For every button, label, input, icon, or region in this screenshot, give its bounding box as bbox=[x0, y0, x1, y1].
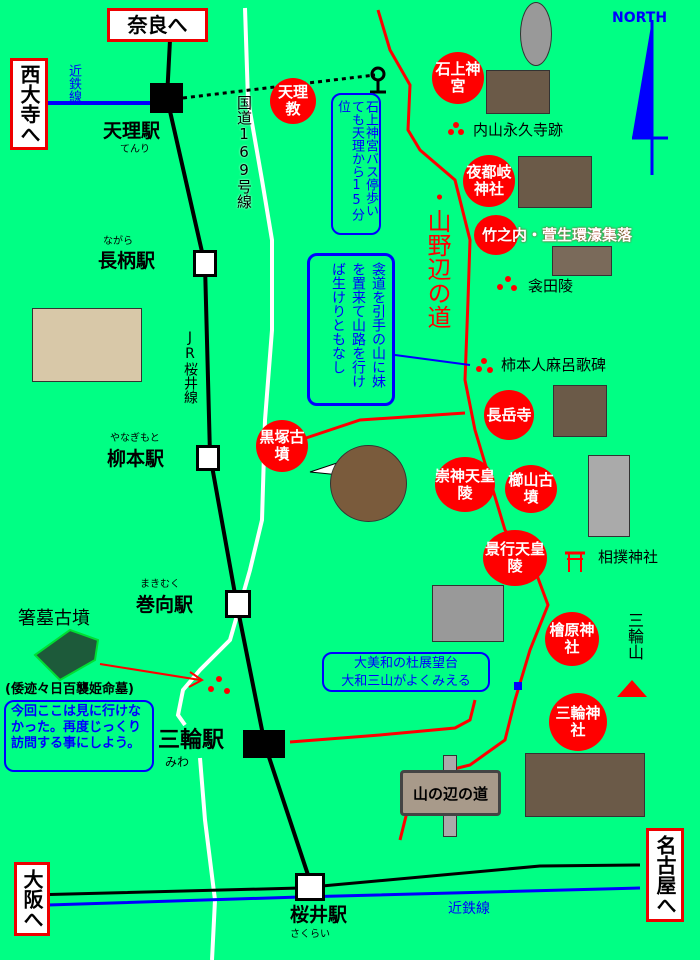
jr-line-label: JR桜井線 bbox=[182, 330, 198, 404]
hashihaka-kofun-icon bbox=[33, 628, 100, 682]
hitomaro-dots bbox=[476, 358, 493, 373]
observatory-line1: 大美和の杜展望台 bbox=[353, 656, 458, 671]
chogakuji-gate-illustration bbox=[553, 385, 607, 437]
site-isonokami[interactable]: 石上神宮 bbox=[432, 52, 484, 104]
tenri-station-marker[interactable] bbox=[150, 83, 183, 113]
site-keiko[interactable]: 景行天皇陵 bbox=[483, 530, 547, 586]
jr-line-bottom bbox=[29, 863, 641, 897]
station-sakurai-kana: さくらい bbox=[290, 929, 330, 940]
nagara-station-marker[interactable] bbox=[193, 250, 217, 277]
station-sakurai[interactable]: 桜井駅 bbox=[290, 904, 348, 926]
observatory-note: 大美和の杜展望台 大和三山がよくみえる bbox=[322, 652, 490, 692]
site-takenouchi-circle[interactable] bbox=[474, 215, 518, 255]
hashihaka-arrow bbox=[99, 663, 201, 681]
trail-branch-miwa bbox=[289, 699, 477, 744]
station-tenri[interactable]: 天理駅 bbox=[103, 120, 161, 142]
site-miwayama[interactable]: 三輪山 bbox=[625, 612, 644, 660]
site-hashihaka[interactable]: 箸墓古墳 bbox=[18, 608, 90, 629]
sakurai-station-marker[interactable] bbox=[295, 873, 325, 901]
isonokami-building-illustration bbox=[486, 70, 550, 114]
site-chogakuji[interactable]: 長岳寺 bbox=[484, 390, 534, 440]
yanagimoto-station-marker[interactable] bbox=[196, 445, 220, 471]
bus-note: 石上神宮バス停歩いても天理から15分位 bbox=[331, 93, 381, 235]
site-fusumada[interactable]: 衾田陵 bbox=[528, 277, 574, 295]
stone-buddhas-illustration bbox=[432, 585, 504, 642]
bus-stop-icon bbox=[370, 66, 386, 94]
route-169-road bbox=[175, 7, 274, 727]
site-kushiyama[interactable]: 櫛山古墳 bbox=[505, 465, 557, 513]
ox-cart-illustration bbox=[32, 308, 142, 382]
site-hitomaro[interactable]: 柿本人麻呂歌碑 bbox=[501, 356, 607, 374]
station-miwa[interactable]: 三輪駅 bbox=[158, 728, 225, 753]
north-arrow bbox=[632, 20, 652, 138]
site-hibara[interactable]: 檜原神社 bbox=[545, 612, 599, 666]
kintetsu-line-bottom bbox=[47, 886, 641, 907]
trail-branch-kurozuka bbox=[299, 411, 466, 442]
kurozuka-mirror-illustration bbox=[330, 445, 407, 522]
route-label: ・山野辺の道 bbox=[423, 185, 451, 329]
site-tenrikyo[interactable]: 天理教 bbox=[270, 78, 316, 124]
kintetsu-top-label: 近鉄線 bbox=[66, 64, 81, 103]
fusumada-dots bbox=[497, 276, 517, 291]
observatory-marker bbox=[514, 682, 522, 690]
dest-osaka[interactable]: 大阪へ bbox=[14, 862, 50, 936]
poem-note: 衾道を引手の山に妹を置来て山路を行けば生けりともなし bbox=[307, 253, 395, 406]
poem-pointer bbox=[394, 354, 471, 366]
station-tenri-kana: てんり bbox=[120, 144, 150, 155]
site-uchiyama[interactable]: 内山永久寺跡 bbox=[473, 121, 564, 139]
site-takenouchi[interactable]: 竹之内・萱生環濠集落 bbox=[482, 226, 633, 244]
north-label: NORTH bbox=[612, 10, 668, 26]
station-makimuku-kana: まきむく bbox=[140, 579, 180, 590]
signboard: 山の辺の道 bbox=[400, 770, 501, 816]
station-nagara[interactable]: 長柄駅 bbox=[98, 250, 156, 272]
station-yanagimoto[interactable]: 柳本駅 bbox=[107, 448, 165, 470]
route169-label: 国道169号線 bbox=[235, 95, 253, 209]
dest-nara[interactable]: 奈良へ bbox=[107, 8, 208, 42]
station-miwa-kana: みわ bbox=[165, 755, 190, 769]
hashihaka-dots bbox=[206, 676, 230, 694]
stone-monument-illustration bbox=[588, 455, 630, 537]
torii-icon bbox=[565, 551, 585, 572]
site-sujin[interactable]: 崇神天皇陵 bbox=[435, 457, 495, 512]
kintetsu-bottom-label: 近鉄線 bbox=[448, 901, 490, 917]
tree-illustration bbox=[520, 2, 552, 66]
station-makimuku[interactable]: 巻向駅 bbox=[136, 594, 194, 616]
signboard-text: 山の辺の道 bbox=[412, 784, 488, 803]
miwa-shrine-building-illustration bbox=[525, 753, 645, 817]
site-miwa-shrine[interactable]: 三輪神社 bbox=[549, 693, 607, 751]
dest-saidaiji[interactable]: 西大寺へ bbox=[10, 58, 48, 150]
miwayama-mountain-icon bbox=[617, 680, 647, 697]
station-yanagimoto-kana: やなぎもと bbox=[110, 433, 160, 444]
hashihaka-arrowhead bbox=[188, 671, 204, 688]
makimuku-station-marker[interactable] bbox=[225, 590, 251, 618]
station-nagara-kana: ながら bbox=[103, 236, 133, 247]
site-hashihaka-sub: (倭迹々日百襲姫命墓) bbox=[5, 682, 134, 697]
site-yatogi[interactable]: 夜都岐神社 bbox=[463, 155, 515, 207]
takenouchi-house-illustration bbox=[552, 246, 612, 276]
hashihaka-note: 今回ここは見に行けなかった。再度じっくり訪問する事にしよう。 bbox=[4, 700, 154, 772]
observatory-line2: 大和三山がよくみえる bbox=[341, 674, 471, 689]
miwa-station-marker[interactable] bbox=[243, 730, 285, 758]
site-sumo[interactable]: 相撲神社 bbox=[598, 548, 659, 566]
uchiyama-dots bbox=[448, 122, 464, 136]
route-169-road-south bbox=[198, 757, 218, 960]
site-kurozuka[interactable]: 黒塚古墳 bbox=[256, 420, 308, 472]
yatogi-building-illustration bbox=[518, 156, 592, 208]
dest-nagoya[interactable]: 名古屋へ bbox=[646, 828, 684, 922]
